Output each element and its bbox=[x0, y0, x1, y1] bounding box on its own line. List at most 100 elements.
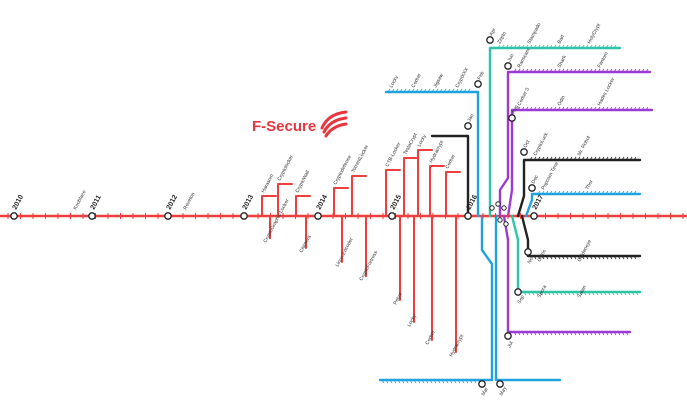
year-station bbox=[10, 212, 18, 220]
oct-hatch bbox=[549, 156, 553, 161]
ransomware-label: Linux.Encoder bbox=[334, 237, 354, 268]
ransomware-label: Hydracrypt bbox=[428, 139, 445, 164]
dec-hatch bbox=[613, 190, 617, 195]
apr-hatch bbox=[537, 44, 541, 49]
sep-branch-line bbox=[510, 214, 642, 294]
red-branch bbox=[261, 195, 277, 217]
jun-hatch bbox=[553, 68, 557, 73]
nov-hatch bbox=[577, 255, 581, 260]
dec-hatch bbox=[561, 190, 565, 195]
apr-hatch bbox=[497, 44, 501, 49]
feb-hatch bbox=[467, 88, 471, 93]
ransomware-label: Harasom bbox=[260, 173, 275, 194]
oct-hatch bbox=[581, 156, 585, 161]
nov-hatch bbox=[533, 255, 537, 260]
sep-hatch bbox=[539, 291, 543, 296]
ransomware-label: HolyCrypt bbox=[586, 22, 602, 45]
jul-hatch bbox=[553, 331, 557, 336]
dec-hatch bbox=[625, 190, 629, 195]
jul-hatch bbox=[541, 331, 545, 336]
mar-hatch bbox=[425, 379, 429, 384]
junction-station bbox=[503, 221, 509, 227]
dec-hatch bbox=[585, 190, 589, 195]
jun-hatch bbox=[613, 68, 617, 73]
year-station bbox=[388, 212, 396, 220]
ransomware-label: Jigsaw bbox=[432, 72, 445, 89]
aug-hatch bbox=[593, 106, 597, 111]
month-label: May bbox=[498, 385, 508, 397]
apr-hatch bbox=[609, 44, 613, 49]
ransomware-label: Stampado bbox=[526, 22, 542, 45]
ransomware-label: Locky bbox=[406, 313, 418, 328]
mar-hatch bbox=[401, 379, 405, 384]
month-station-dec bbox=[528, 184, 536, 192]
apr-hatch bbox=[613, 44, 617, 49]
month-station-feb bbox=[474, 80, 482, 88]
aug-hatch bbox=[529, 106, 533, 111]
dec-hatch bbox=[621, 190, 625, 195]
feb-hatch bbox=[399, 88, 403, 93]
oct-hatch bbox=[557, 156, 561, 161]
nov-hatch bbox=[629, 255, 633, 260]
jun-hatch bbox=[621, 68, 625, 73]
brand-name: F-Secure bbox=[252, 118, 316, 135]
jun-hatch bbox=[545, 68, 549, 73]
mar-hatch bbox=[437, 379, 441, 384]
apr-hatch bbox=[593, 44, 597, 49]
ransomware-label: Mr. Robot bbox=[576, 134, 592, 156]
year-label: 2012 bbox=[166, 194, 180, 211]
nov-hatch bbox=[625, 255, 629, 260]
ransomware-label: Reveton bbox=[182, 191, 196, 210]
oct-hatch bbox=[613, 156, 617, 161]
dec-hatch bbox=[589, 190, 593, 195]
sep-hatch bbox=[523, 291, 527, 296]
apr-hatch bbox=[513, 44, 517, 49]
junction-station bbox=[495, 201, 501, 207]
aug-hatch bbox=[637, 106, 641, 111]
jul-hatch bbox=[545, 331, 549, 336]
mar-hatch bbox=[441, 379, 445, 384]
nov-hatch bbox=[617, 255, 621, 260]
aug-hatch bbox=[537, 106, 541, 111]
jun-hatch bbox=[565, 68, 569, 73]
nov-hatch bbox=[553, 255, 557, 260]
dec-hatch bbox=[609, 190, 613, 195]
dec-hatch bbox=[601, 190, 605, 195]
aug-hatch bbox=[597, 106, 601, 111]
jun-hatch bbox=[633, 68, 637, 73]
aug-hatch bbox=[545, 106, 549, 111]
jul-hatch bbox=[561, 331, 565, 336]
mar-hatch bbox=[397, 379, 401, 384]
f-secure-shield-logo-icon bbox=[320, 110, 348, 138]
feb-hatch bbox=[431, 88, 435, 93]
aug-hatch bbox=[521, 106, 525, 111]
jun-branch-line bbox=[498, 70, 652, 218]
aug-hatch bbox=[569, 106, 573, 111]
sep-hatch bbox=[623, 291, 627, 296]
feb-hatch bbox=[411, 88, 415, 93]
aug-hatch bbox=[541, 106, 545, 111]
oct-hatch bbox=[625, 156, 629, 161]
ransomware-label: Goldeneye bbox=[576, 239, 593, 263]
aug-hatch bbox=[585, 106, 589, 111]
jul-hatch bbox=[533, 331, 537, 336]
sep-hatch bbox=[583, 291, 587, 296]
jul-hatch bbox=[597, 331, 601, 336]
jun-hatch bbox=[629, 68, 633, 73]
nov-hatch bbox=[605, 255, 609, 260]
month-label: Jan bbox=[466, 113, 475, 123]
jun-hatch bbox=[549, 68, 553, 73]
feb-hatch bbox=[455, 88, 459, 93]
aug-hatch bbox=[605, 106, 609, 111]
jun-hatch bbox=[637, 68, 641, 73]
sep-hatch bbox=[611, 291, 615, 296]
apr-hatch bbox=[597, 44, 601, 49]
mar-hatch bbox=[453, 379, 457, 384]
sep-hatch bbox=[627, 291, 631, 296]
feb-hatch bbox=[439, 88, 443, 93]
red-branch bbox=[429, 165, 445, 217]
ransomware-label: Cerber bbox=[444, 153, 457, 170]
sep-hatch bbox=[575, 291, 579, 296]
